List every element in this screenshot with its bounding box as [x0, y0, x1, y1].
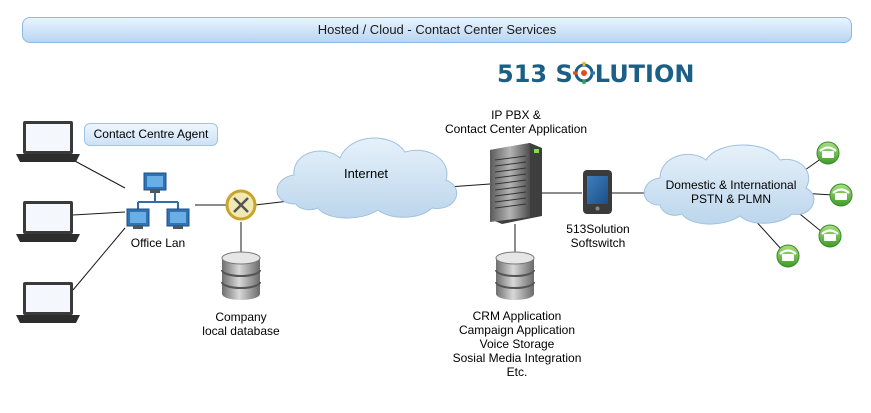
contact-centre-agent-label: Contact Centre Agent: [84, 123, 218, 146]
phone-icon: [816, 141, 840, 165]
pstn-cloud-icon: [643, 144, 815, 225]
laptop-icon: [16, 282, 80, 323]
laptop-icon: [16, 121, 80, 162]
crm-line: Etc.: [506, 365, 528, 379]
softswitch-line1: 513Solution: [566, 222, 630, 236]
ip-pbx-line1: IP PBX &: [491, 108, 541, 122]
pstn-line2: PSTN & PLMN: [690, 192, 771, 206]
router-icon: [225, 189, 257, 221]
company-database-label: Company local database: [191, 310, 291, 338]
crm-line: CRM Application: [472, 309, 562, 323]
ip-pbx-line2: Contact Center Application: [444, 122, 588, 136]
internet-label: Internet: [343, 166, 389, 181]
logo-text-left: 513 S: [497, 60, 573, 88]
company-database-line1: Company: [215, 310, 267, 324]
office-lan-label: Office Lan: [130, 236, 186, 250]
crm-line: Voice Storage: [479, 337, 555, 351]
crm-line: Campaign Application: [458, 323, 576, 337]
phone-icon: [829, 183, 853, 207]
company-logo: 513 S LUTION: [497, 60, 694, 88]
database-icon: [495, 251, 535, 300]
lan-network-icon: [126, 172, 190, 229]
crm-line: Sosial Media Integration: [452, 351, 582, 365]
crm-applications-label: CRM Application Campaign Application Voi…: [437, 309, 597, 379]
phone-icon: [818, 224, 842, 248]
logo-gear-icon: [572, 62, 595, 84]
pstn-plmn-label: Domestic & International PSTN & PLMN: [650, 178, 812, 206]
phone-icon: [776, 244, 800, 268]
company-database-line2: local database: [202, 324, 280, 338]
logo-text-right: LUTION: [594, 60, 695, 88]
server-icon: [490, 143, 542, 224]
laptop-icon: [16, 201, 80, 242]
page-title-banner: Hosted / Cloud - Contact Center Services: [22, 17, 852, 43]
internet-cloud-icon: [276, 137, 458, 219]
softswitch-label: 513Solution Softswitch: [553, 222, 643, 250]
softswitch-device-icon: [583, 170, 612, 214]
ip-pbx-label: IP PBX & Contact Center Application: [430, 108, 602, 136]
database-icon: [221, 251, 261, 300]
softswitch-line2: Softswitch: [570, 236, 626, 250]
pstn-line1: Domestic & International: [665, 178, 797, 192]
